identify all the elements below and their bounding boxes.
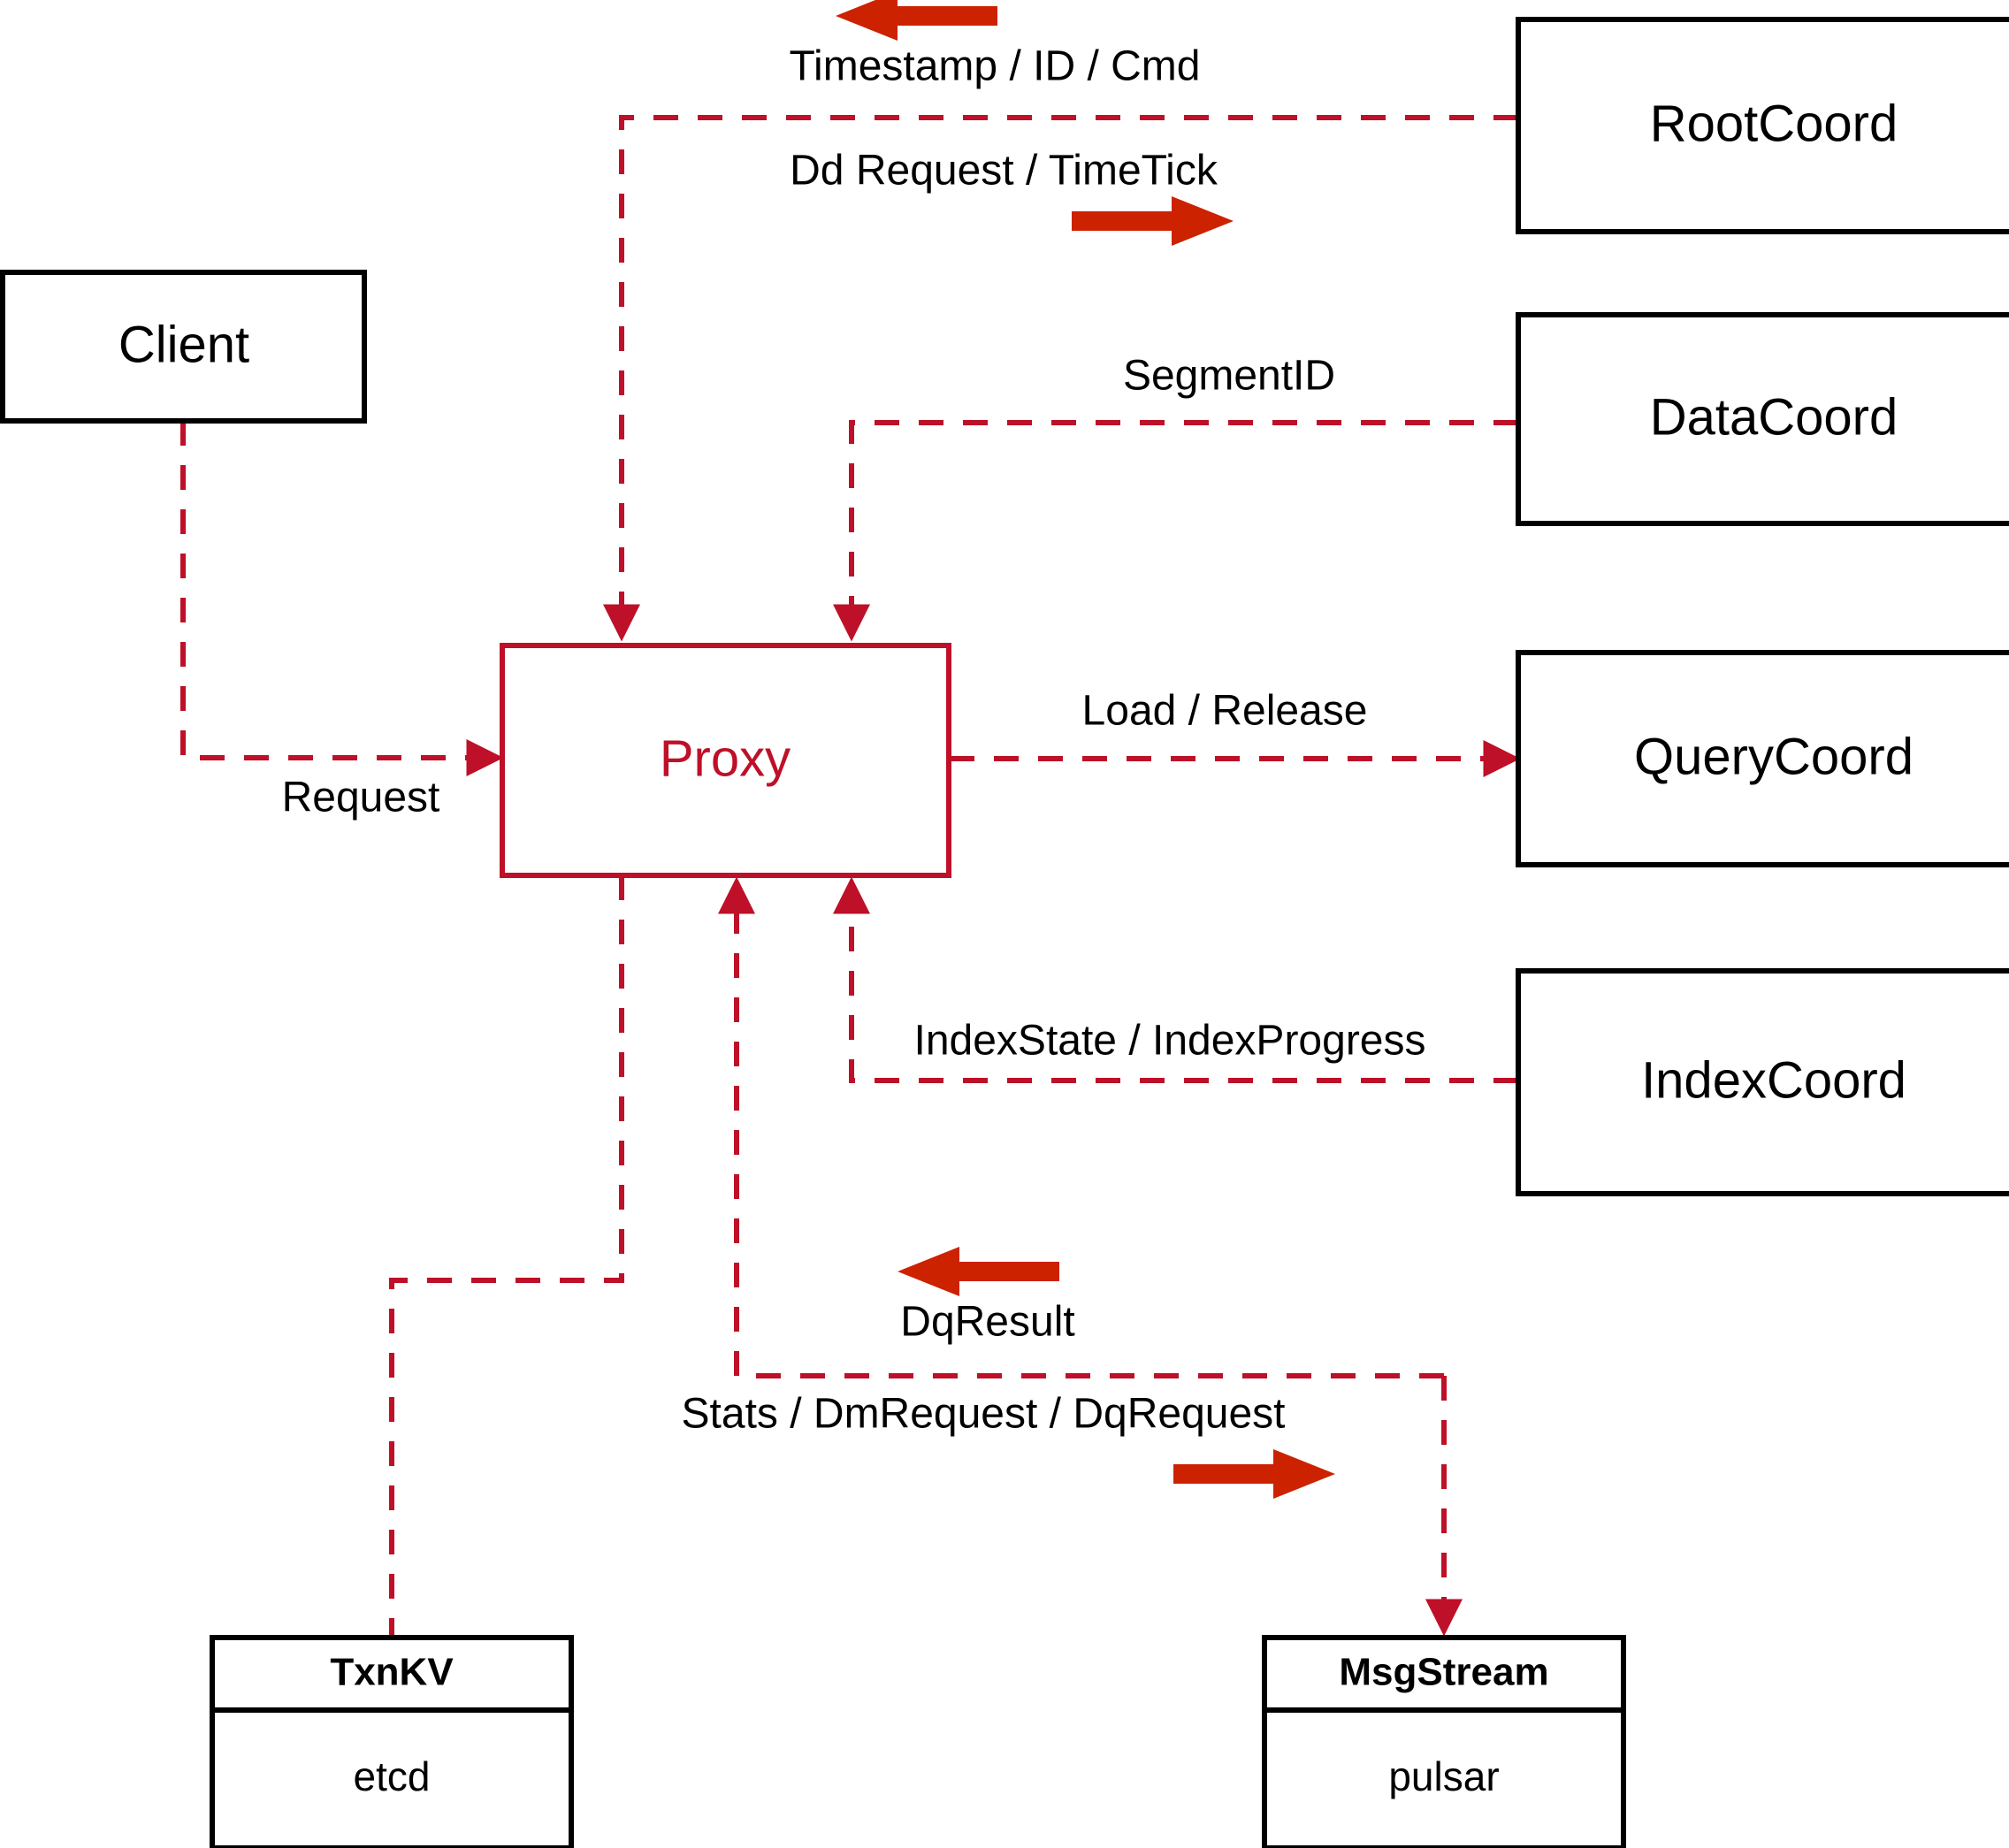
node-indexcoord-label: IndexCoord [1641,1051,1906,1109]
node-indexcoord[interactable]: IndexCoord [1516,968,2009,1196]
node-proxy[interactable]: Proxy [500,643,951,878]
node-datacoord[interactable]: DataCoord [1516,312,2009,526]
connector-client-to-proxy [180,421,504,776]
node-txnkv[interactable]: TxnKV etcd [210,1635,574,1848]
node-client-label: Client [118,316,249,373]
connector-indexcoord-to-proxy [833,876,1518,1083]
node-rootcoord-label: RootCoord [1650,95,1898,152]
edge-label-stats-dmrequest-dqrequest: Stats / DmRequest / DqRequest [682,1391,1286,1438]
node-msgstream-title: MsgStream [1339,1651,1548,1694]
node-msgstream-body: pulsar [1388,1753,1499,1799]
direction-arrow-left-timestamp [836,0,997,41]
connector-proxy-to-txnkv [389,875,624,1638]
direction-arrow-right-ddrequest [1072,196,1234,246]
edge-label-load-release: Load / Release [1082,688,1368,735]
connector-msgstream-to-proxy [718,876,1444,1378]
connector-rootcoord-to-proxy [603,115,1518,642]
edge-label-dqresult: DqResult [900,1299,1074,1346]
node-proxy-label: Proxy [660,729,791,787]
node-rootcoord[interactable]: RootCoord [1516,17,2009,234]
direction-arrow-right-dqrequest [1173,1449,1335,1499]
node-querycoord-label: QueryCoord [1634,728,1914,785]
edge-label-indexstate-indexprogress: IndexState / IndexProgress [914,1018,1426,1065]
node-msgstream[interactable]: MsgStream pulsar [1262,1635,1626,1848]
node-client[interactable]: Client [0,270,367,424]
node-txnkv-title: TxnKV [330,1651,454,1694]
node-datacoord-label: DataCoord [1650,388,1898,446]
edge-label-request: Request [282,775,440,821]
node-querycoord[interactable]: QueryCoord [1516,650,2009,867]
connector-datacoord-to-proxy [833,420,1518,642]
edge-label-dd-request-timetick: Dd Request / TimeTick [790,148,1218,195]
node-txnkv-body: etcd [354,1753,431,1799]
direction-arrow-left-dqresult [898,1247,1059,1296]
edge-label-segmentid: SegmentID [1123,353,1335,400]
edge-label-timestamp-id-cmd: Timestamp / ID / Cmd [790,43,1201,90]
